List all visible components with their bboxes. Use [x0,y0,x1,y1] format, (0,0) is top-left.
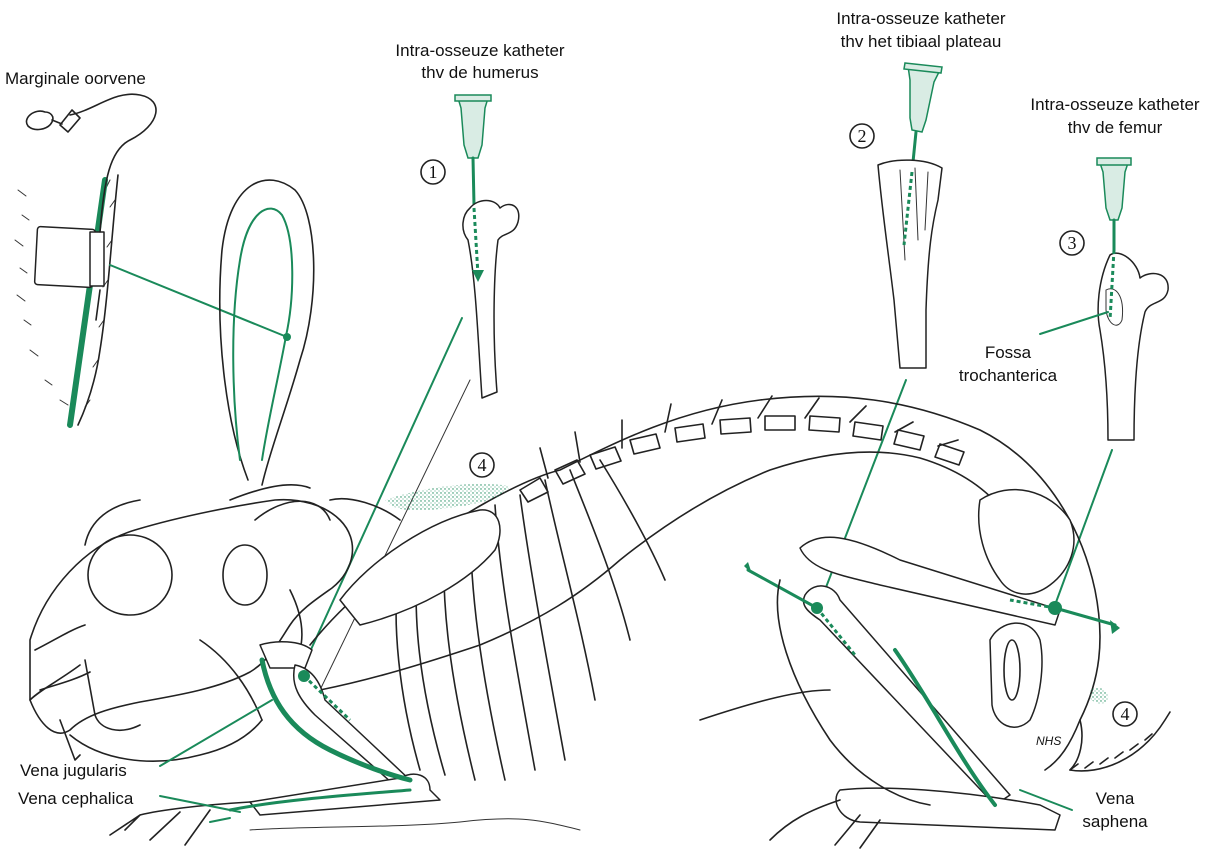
svg-text:3: 3 [1068,233,1077,253]
marker-3: 3 [1060,231,1084,255]
label-femur-line1: Intra-osseuze katheter [1030,95,1199,114]
label-fossa-line2: trochanterica [959,366,1058,385]
label-marginal-ear-vein: Marginale oorvene [5,69,146,88]
marker-2: 2 [850,124,874,148]
label-vena-saphena-line2: saphena [1082,812,1148,831]
label-tibial-line2: thv het tibiaal plateau [841,32,1002,51]
marker-4-back: 4 [470,453,494,477]
ear-catheter-icon [15,94,287,425]
rabbit-skeleton-icon [30,180,1170,848]
artist-signature: NHS [1036,734,1061,748]
svg-text:4: 4 [478,455,487,475]
label-fossa-line1: Fossa [985,343,1032,362]
label-humerus-line1: Intra-osseuze katheter [395,41,564,60]
label-femur-line2: thv de femur [1068,118,1163,137]
humerus-bone-icon [298,201,519,691]
svg-text:2: 2 [858,126,867,146]
label-tibial-line1: Intra-osseuze katheter [836,9,1005,28]
marker-4-tail: 4 [1113,702,1137,726]
marker-1: 1 [421,160,445,184]
syringe-icon [455,63,1131,250]
label-vena-cephalica: Vena cephalica [18,789,134,808]
label-vena-jugularis: Vena jugularis [20,761,127,780]
svg-text:1: 1 [429,162,438,182]
label-humerus-line2: thv de humerus [421,63,538,82]
svg-text:4: 4 [1121,704,1130,724]
label-vena-saphena-line1: Vena [1096,789,1135,808]
